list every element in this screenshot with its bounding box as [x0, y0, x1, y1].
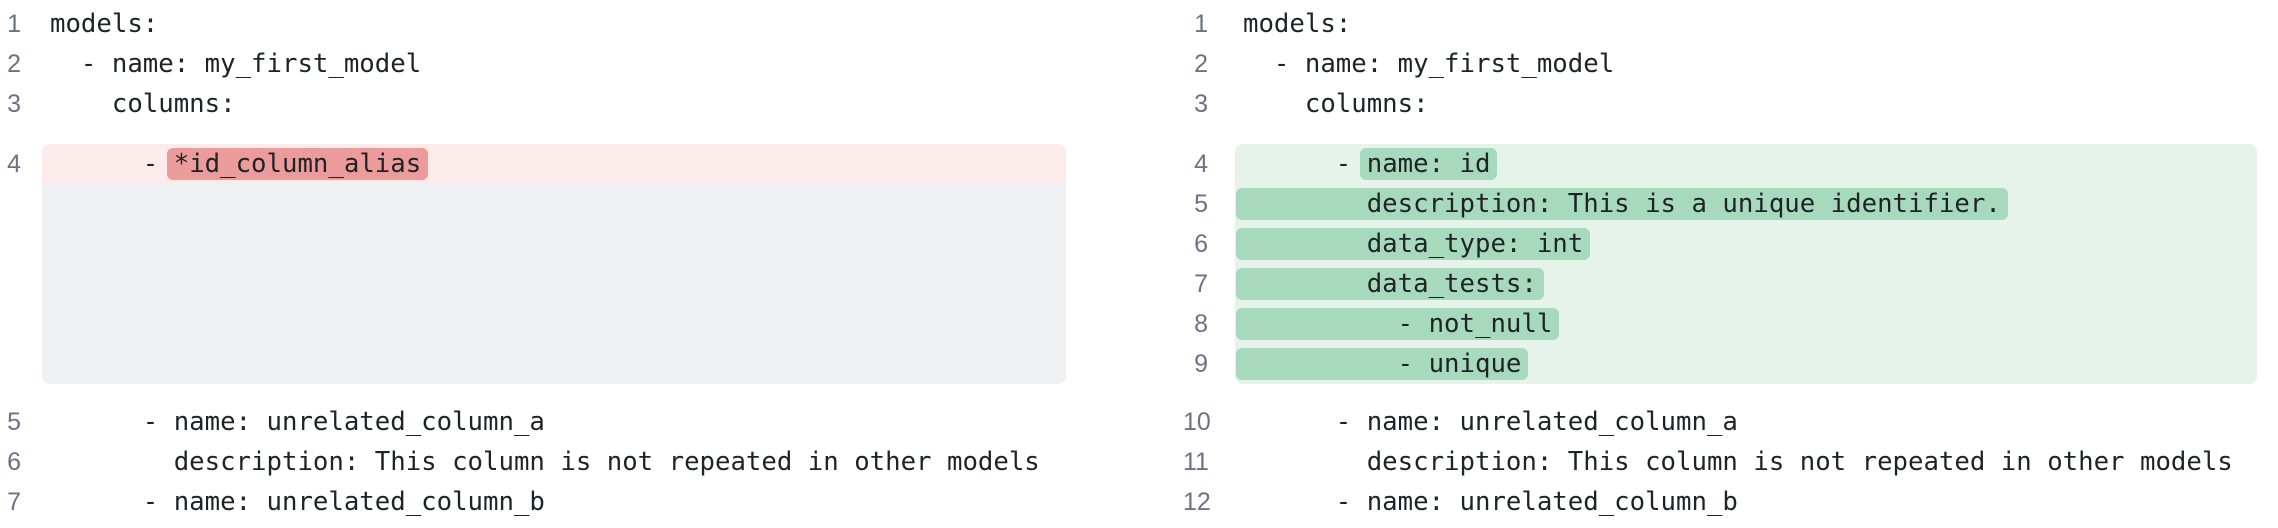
- code-line-added: 6 data_type: int: [1183, 224, 2257, 264]
- line-number: 6: [7, 448, 21, 476]
- line-number: 5: [7, 408, 21, 436]
- alignment-spacer-row: [0, 184, 1066, 384]
- diff-change-block: 4 - *id_column_alias: [0, 144, 1066, 384]
- code-line-context: 2 - name: my_first_model: [0, 44, 1066, 84]
- code-line-context: 6 description: This column is not repeat…: [0, 442, 1066, 482]
- code-line-added: 4 - name: id: [1183, 144, 2257, 184]
- code-line-context: 1 models:: [0, 4, 1066, 44]
- code-text: - name: unrelated_column_b: [50, 487, 545, 517]
- added-token-highlight: data_tests:: [1236, 268, 1544, 300]
- line-number: 9: [1194, 350, 1208, 378]
- code-line-added: 9 - unique: [1183, 344, 2257, 384]
- code-text: - not_null: [1235, 304, 2257, 344]
- code-line-context: 5 - name: unrelated_column_a: [0, 402, 1066, 442]
- line-number: 2: [7, 50, 21, 78]
- code-line-context: 7 - name: unrelated_column_b: [0, 482, 1066, 522]
- code-text: - name: unrelated_column_a: [1243, 407, 1738, 437]
- removed-token-highlight: *id_column_alias: [166, 148, 429, 180]
- code-line-context: 10 - name: unrelated_column_a: [1183, 402, 2257, 442]
- added-token-highlight: name: id: [1359, 148, 1498, 180]
- added-token-highlight: description: This is a unique identifier…: [1236, 188, 2008, 220]
- code-line-context: 3 columns:: [1183, 84, 2257, 124]
- line-number: [0, 184, 21, 384]
- code-text: columns:: [50, 89, 236, 119]
- code-text: data_tests:: [1235, 264, 2257, 304]
- code-line-context: 12 - name: unrelated_column_b: [1183, 482, 2257, 522]
- line-number: 4: [7, 150, 21, 178]
- code-text: - name: my_first_model: [50, 49, 422, 79]
- code-line-context: 1 models:: [1183, 4, 2257, 44]
- code-text: models:: [1243, 9, 1352, 39]
- added-token-highlight: data_type: int: [1236, 228, 1591, 260]
- line-number: 3: [7, 90, 21, 118]
- line-number: 5: [1194, 190, 1208, 218]
- added-token-highlight: - not_null: [1236, 308, 1560, 340]
- line-number: 1: [7, 10, 21, 38]
- line-number: 12: [1183, 488, 1211, 516]
- code-line-context: 3 columns:: [0, 84, 1066, 124]
- code-line-context: 11 description: This column is not repea…: [1183, 442, 2257, 482]
- code-text: models:: [50, 9, 159, 39]
- line-number: 4: [1194, 150, 1208, 178]
- code-text: columns:: [1243, 89, 1429, 119]
- code-text: - *id_column_alias: [42, 144, 1066, 184]
- code-text: description: This is a unique identifier…: [1235, 184, 2257, 224]
- line-number: 7: [1194, 270, 1208, 298]
- code-text: - name: my_first_model: [1243, 49, 1615, 79]
- code-text: description: This column is not repeated…: [1243, 447, 2233, 477]
- line-number: 7: [7, 488, 21, 516]
- code-text: data_type: int: [1235, 224, 2257, 264]
- code-text: - unique: [1235, 344, 2257, 384]
- code-line-added: 8 - not_null: [1183, 304, 2257, 344]
- code-line-removed: 4 - *id_column_alias: [0, 144, 1066, 184]
- code-line-context: 2 - name: my_first_model: [1183, 44, 2257, 84]
- line-number: 11: [1183, 448, 1209, 476]
- code-text: - name: id: [1235, 144, 2257, 184]
- line-number: 2: [1194, 50, 1208, 78]
- line-number: 1: [1194, 10, 1208, 38]
- alignment-spacer: [42, 184, 1066, 384]
- line-number: 6: [1194, 230, 1208, 258]
- line-number: 10: [1183, 408, 1211, 436]
- line-number: 3: [1194, 90, 1208, 118]
- added-token-highlight: - unique: [1236, 348, 1529, 380]
- code-text: - name: unrelated_column_b: [1243, 487, 1738, 517]
- code-text: description: This column is not repeated…: [50, 447, 1040, 477]
- code-line-added: 5 description: This is a unique identifi…: [1183, 184, 2257, 224]
- code-text: - name: unrelated_column_a: [50, 407, 545, 437]
- code-line-added: 7 data_tests:: [1183, 264, 2257, 304]
- line-number: 8: [1194, 310, 1208, 338]
